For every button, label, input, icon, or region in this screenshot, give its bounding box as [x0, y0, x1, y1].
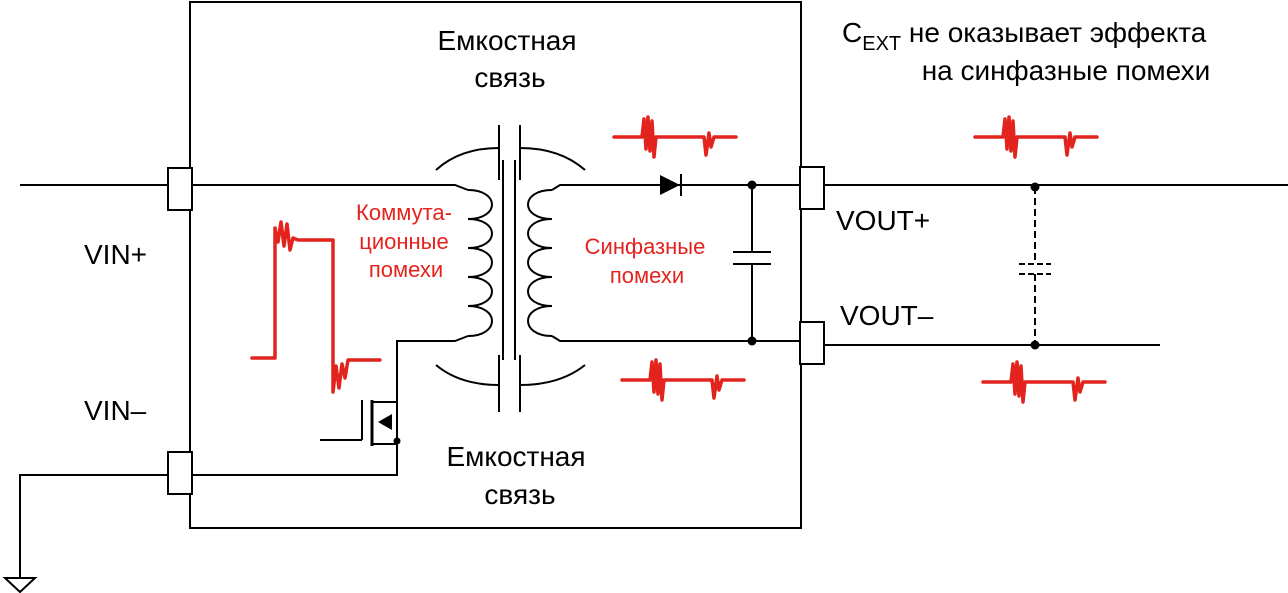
cap-coupling-bottom-label: связь [484, 479, 555, 510]
vout-plus-label: VOUT+ [836, 205, 930, 236]
vin-minus-wire [19, 474, 168, 578]
primary-bottom-wire [192, 444, 398, 476]
capacitor-icon [435, 125, 586, 180]
common-noise-glitch [973, 115, 1099, 159]
ground-icon [2, 577, 38, 593]
primary-top-wire [192, 184, 469, 191]
diode-icon [660, 174, 682, 196]
common-noise-label: Синфазные [585, 234, 706, 259]
cext-c: C [842, 17, 862, 48]
switching-noise-label: Коммута- [356, 200, 452, 225]
capacitor-bottom [435, 355, 586, 412]
common-noise-glitch [612, 115, 738, 159]
vin-plus-label: VIN+ [84, 239, 147, 270]
secondary-top-wire [551, 184, 800, 191]
common-noise-glitch [981, 360, 1107, 404]
common-noise-glitch [620, 358, 746, 402]
switching-noise-label: помехи [369, 257, 443, 282]
cext-sub: EXT [862, 33, 901, 55]
cap-coupling-bottom-label: Емкостная [446, 441, 585, 472]
common-noise-label: помехи [610, 263, 684, 288]
secondary-coil [527, 189, 553, 337]
vout-minus-label: VOUT– [840, 300, 934, 331]
pin-vin-minus [167, 451, 193, 495]
cext-note-line1: CEXT не оказывает эффекта [842, 17, 1207, 55]
vin-minus-label: VIN– [84, 395, 147, 426]
switching-noise-waveform [250, 220, 382, 394]
cap-coupling-top-label: связь [474, 62, 545, 93]
pin-vin-plus [167, 167, 193, 211]
mosfet-icon [320, 400, 401, 446]
cap-coupling-top-label: Емкостная [437, 25, 576, 56]
module-box [189, 1, 802, 529]
pin-vout-plus [799, 166, 825, 210]
primary-coil [467, 189, 493, 337]
secondary-bottom-wire [551, 335, 800, 342]
pin-vout-minus [799, 321, 825, 365]
cext-note-line2: на синфазные помехи [922, 55, 1211, 86]
primary-drain-wire [396, 335, 469, 402]
cext-rest: не оказывает эффекта [901, 17, 1207, 48]
switching-noise-label: ционные [359, 229, 448, 254]
